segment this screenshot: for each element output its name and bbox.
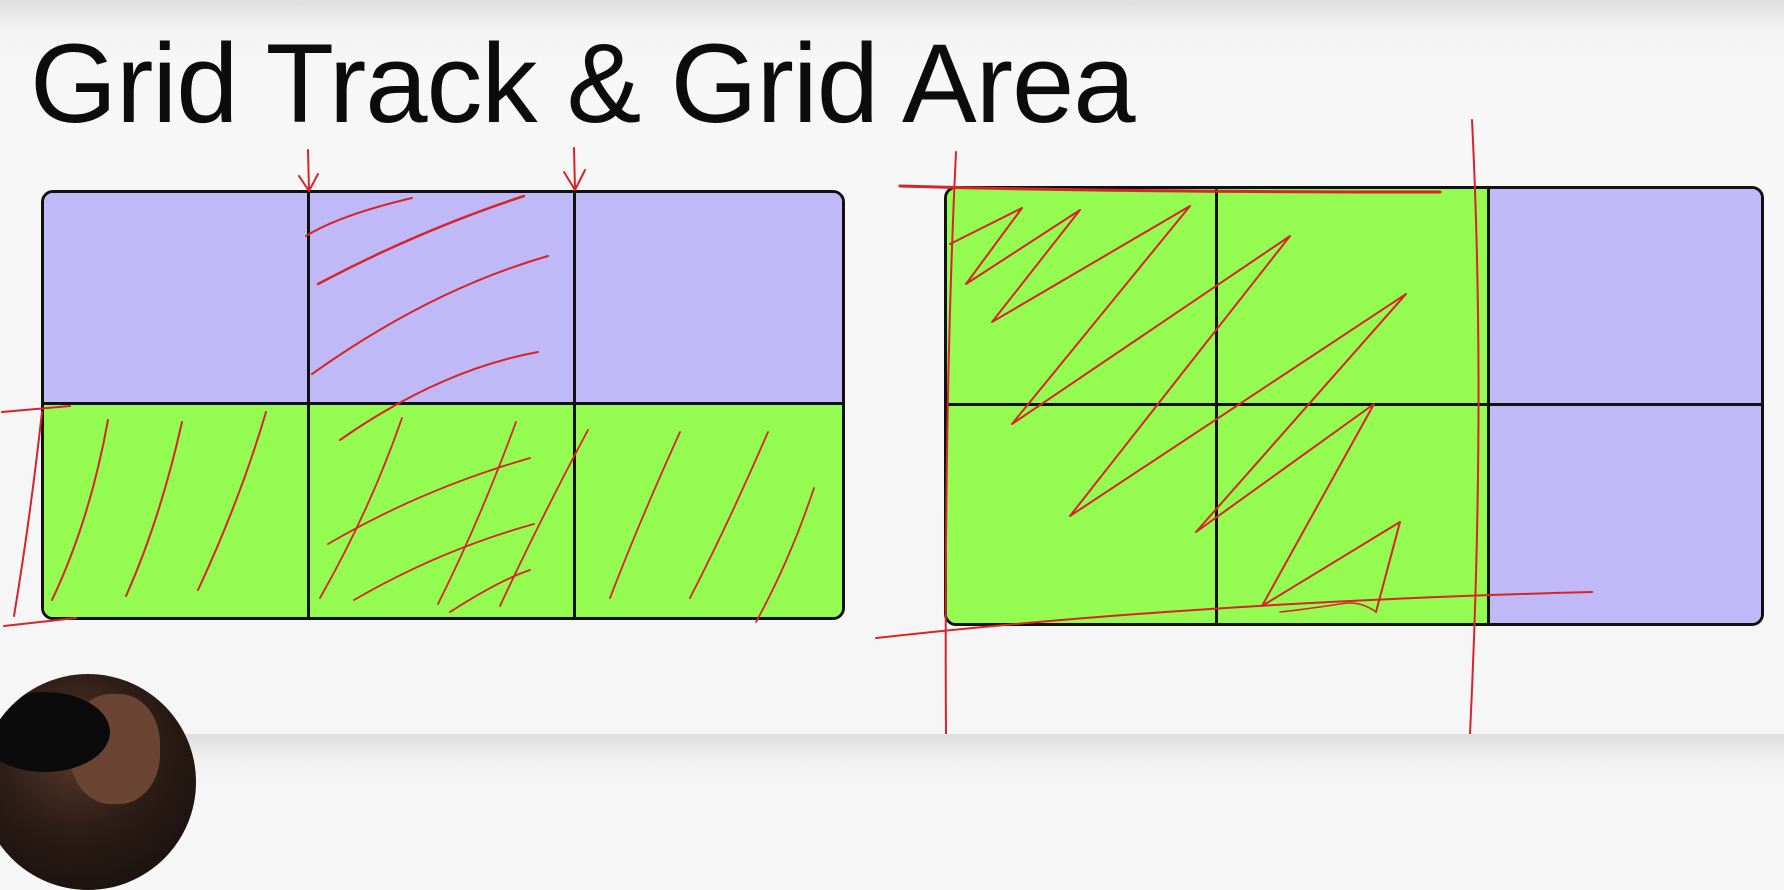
grid-area-diagram	[944, 186, 1764, 626]
down-arrow-icon	[298, 149, 319, 192]
grid-cell-r1-c3	[1489, 189, 1761, 406]
presenter-webcam	[0, 674, 196, 890]
grid-cell-r1-c2	[310, 193, 576, 405]
grid-cell-r1-c3	[576, 193, 842, 405]
grid-cell-r2-c3	[1489, 406, 1761, 623]
grid-cell-r2-c3	[576, 405, 842, 617]
grid-track-diagram	[41, 190, 845, 620]
grid-cell-r2-c1	[44, 405, 310, 617]
grid-cell-r1-c1	[947, 189, 1219, 406]
grid-cell-r1-c1	[44, 193, 310, 405]
grid-cell-r1-c2	[1218, 189, 1490, 406]
grid-cell-r2-c2	[1218, 406, 1490, 623]
down-arrow-icon	[563, 147, 586, 191]
grid-cell-r2-c2	[310, 405, 576, 617]
grid-cell-r2-c1	[947, 406, 1219, 623]
slide-title: Grid Track & Grid Area	[30, 21, 1136, 146]
